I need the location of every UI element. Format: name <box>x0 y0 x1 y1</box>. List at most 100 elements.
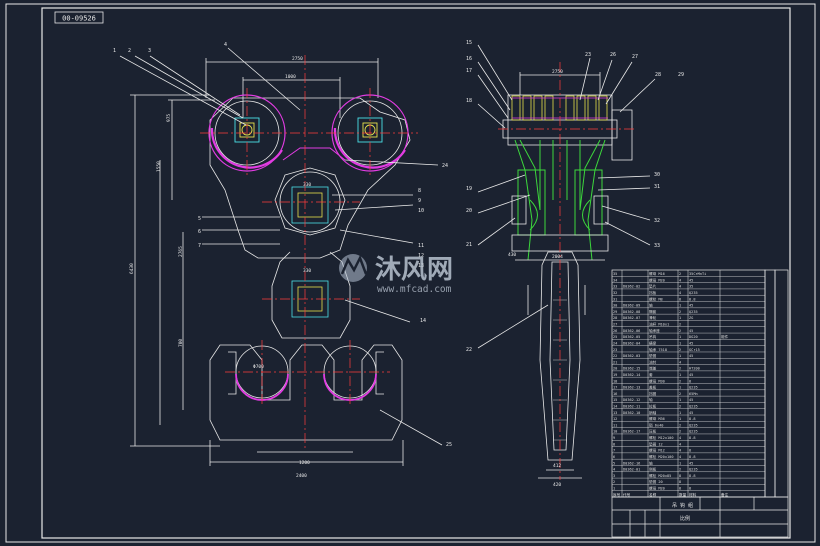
parts-list-cell: 挡板 <box>649 290 657 295</box>
parts-list-cell: 轴 <box>649 397 653 402</box>
callout: 18 <box>466 98 472 104</box>
parts-list-cell: 垫圈 20 <box>649 479 663 484</box>
parts-list-cell: 销轴 <box>649 410 657 415</box>
parts-list-cell: D0362-02 <box>623 285 640 289</box>
parts-list-cell: 35 <box>613 272 617 276</box>
parts-list-cell: 21 <box>613 360 617 364</box>
callout: 4 <box>224 42 227 48</box>
parts-list-cell: 吊钩 <box>649 334 657 339</box>
title-block-text: 吊 钩 组 比例 <box>672 502 693 522</box>
dim-left-mid: 1550 <box>156 161 162 172</box>
callout: 30 <box>654 172 660 178</box>
parts-list-cell: 1 <box>679 335 681 339</box>
parts-list-cell: 8 <box>679 474 681 478</box>
parts-list-cell: 2 <box>679 392 681 396</box>
parts-list-cell: 2 <box>679 310 681 314</box>
dim-left-long: 6430 <box>129 263 135 274</box>
parts-list-cell: 2 <box>679 329 681 333</box>
parts-list-side-column <box>764 269 789 498</box>
parts-list-cell: 1 <box>679 341 681 345</box>
parts-list-cell: D0362-10 <box>623 411 640 415</box>
parts-list-cell: DG20 <box>689 335 698 339</box>
parts-list-cell: 8 <box>613 442 615 446</box>
parts-list-cell: Q235 <box>689 430 698 434</box>
parts-list-cell: 4 <box>613 468 615 472</box>
parts-list-cell: 1 <box>679 398 681 402</box>
parts-list-cell: 28 <box>613 316 617 320</box>
dim-inner-width: 1000 <box>285 74 296 80</box>
parts-list-cell: 32 <box>613 291 617 295</box>
parts-list-cell: 盖板 <box>649 385 657 390</box>
parts-list-cell: 4 <box>679 449 681 453</box>
side-view-centerlines <box>498 62 635 480</box>
parts-list-cell: 侧板 <box>649 467 657 472</box>
callout: 15 <box>466 40 472 46</box>
parts-list-cell: D0362-12 <box>623 398 640 402</box>
parts-list-cell: HT200 <box>689 367 700 371</box>
parts-list-cell: D0362-03 <box>623 354 640 358</box>
parts-list-cell: 2 <box>679 348 681 352</box>
callout: 20 <box>466 208 472 214</box>
parts-list-cell: 1 <box>679 354 681 358</box>
parts-list-cell: 2 <box>679 468 681 472</box>
dim-right-top: 2750 <box>552 69 563 75</box>
parts-list-cell: 4 <box>679 455 681 459</box>
callout: 33 <box>654 243 660 249</box>
callout: 27 <box>632 54 638 60</box>
parts-list-cell: 12 <box>613 417 617 421</box>
parts-list-cell: 4 <box>679 436 681 440</box>
drawing-title: 吊 钩 组 <box>672 502 693 509</box>
parts-list-cell: D0362-06 <box>623 329 640 333</box>
parts-list-cell: 2 <box>679 423 681 427</box>
parts-list-cell: 30 <box>613 304 617 308</box>
dim-left-mid2: 2765 <box>178 246 184 257</box>
parts-list-cell: 螺栓 M20x100 <box>649 454 674 459</box>
parts-list-cell: 9 <box>613 436 615 440</box>
parts-list-cell: Q235 <box>689 386 698 390</box>
parts-list-cell: D0362-15 <box>623 367 640 371</box>
dim-right-low: 2004 <box>552 254 563 260</box>
callout: 19 <box>466 186 472 192</box>
parts-list-cell: 45 <box>689 398 693 402</box>
parts-list-cell: 29 <box>613 310 617 314</box>
parts-list-cell: 2 <box>613 480 615 484</box>
parts-list-cell: 17 <box>613 386 617 390</box>
parts-list-cell: 1 <box>679 316 681 320</box>
parts-list-cell: ZG <box>689 316 693 320</box>
parts-list-cell: 拉板 <box>649 404 657 409</box>
parts-list-cell: D0362-16 <box>623 461 640 465</box>
parts-list-cell: 锻件 <box>721 334 729 339</box>
parts-list-cell: 13 <box>613 411 617 415</box>
parts-list-cell: 4 <box>679 360 681 364</box>
parts-list-cell: 8 <box>679 486 681 490</box>
callout: 8 <box>418 188 421 194</box>
parts-list-cell: 45 <box>689 354 693 358</box>
dim-bottom-mid: 1200 <box>299 460 310 466</box>
callout: 2 <box>128 48 131 54</box>
parts-list-header-cell: 数量 <box>679 492 687 497</box>
parts-list-cell: 16 <box>613 392 617 396</box>
parts-list-cell: 1 <box>679 461 681 465</box>
parts-list-cell: Q235 <box>689 310 698 314</box>
callout: 12 <box>418 253 424 259</box>
watermark-logo <box>339 254 368 282</box>
parts-list-cell: 螺母 M20 <box>649 277 665 282</box>
parts-list-cell: 螺栓 M8 <box>649 296 663 301</box>
parts-list-cell: 8.8 <box>689 297 696 301</box>
dim-top-width: 2750 <box>292 56 303 62</box>
parts-list-cell: D0362-08 <box>623 310 640 314</box>
parts-list-cell: 6 <box>613 455 615 459</box>
parts-list-cell: 2 <box>679 405 681 409</box>
parts-list-cell: 螺母 M12 <box>649 448 665 453</box>
callout: 22 <box>466 347 472 353</box>
parts-list-cell: 15 <box>613 398 617 402</box>
parts-list-cell: Q235 <box>689 468 698 472</box>
drawing-number: 00-09526 <box>62 15 96 23</box>
front-view <box>119 47 443 466</box>
parts-list-cell: 23 <box>613 348 617 352</box>
parts-list-cell: 33 <box>613 285 617 289</box>
parts-list-cell: 45 <box>689 341 693 345</box>
parts-list-cell: D0362-05 <box>623 335 640 339</box>
parts-list-cell: 压板 <box>649 429 657 434</box>
callout: 32 <box>654 218 660 224</box>
